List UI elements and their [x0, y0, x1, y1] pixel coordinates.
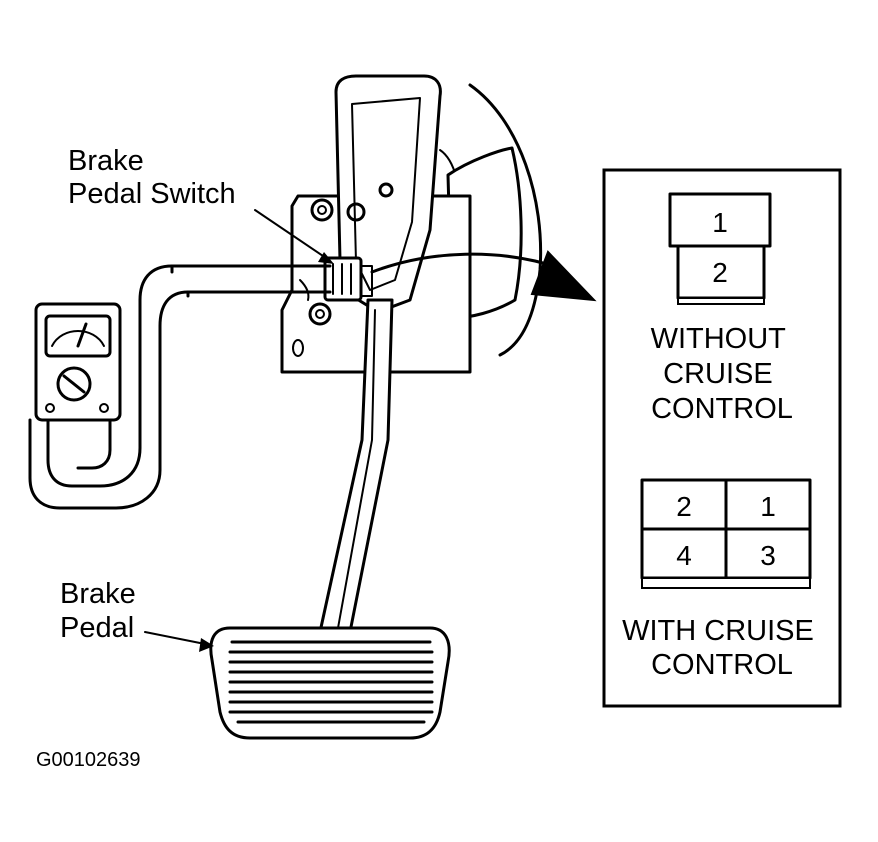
- detail-arrow: [370, 250, 597, 302]
- brake-pedal-switch-body: [323, 256, 373, 302]
- pin-3-cruise: 3: [760, 540, 776, 571]
- pedal-arm-upper: [334, 74, 442, 314]
- pin-1-cruise: 1: [760, 491, 776, 522]
- label-brake-pedal-switch: Brake Pedal Switch: [68, 145, 236, 210]
- figure-id: G00102639: [36, 749, 141, 771]
- label-brake-pedal-line2: Pedal: [60, 612, 134, 644]
- caption-without-cruise: WITHOUT CRUISE CONTROL: [651, 323, 794, 425]
- label-brake-pedal-switch-line1: Brake: [68, 145, 144, 177]
- brake-pedal-pad: [209, 626, 451, 740]
- label-brake-pedal: Brake Pedal: [60, 578, 144, 644]
- ohmmeter: [34, 302, 122, 422]
- pin-2-no-cruise: 2: [712, 257, 728, 288]
- connector-without-cruise: 1 2: [668, 192, 772, 305]
- callout-leaders: [144, 209, 334, 652]
- pedal-pad-ridges: [228, 640, 434, 724]
- caption-without-cruise-line1: WITHOUT: [651, 323, 787, 355]
- label-brake-pedal-line1: Brake: [60, 578, 136, 610]
- caption-with-cruise-line1: WITH CRUISE: [622, 615, 814, 647]
- connector-with-cruise: 2 1 4 3: [640, 478, 812, 589]
- pin-4-cruise: 4: [676, 540, 692, 571]
- label-brake-pedal-switch-line2: Pedal Switch: [68, 178, 236, 210]
- pin-2-cruise: 2: [676, 491, 692, 522]
- caption-without-cruise-line2: CRUISE: [663, 358, 773, 390]
- caption-with-cruise-line2: CONTROL: [651, 649, 793, 681]
- caption-with-cruise: WITH CRUISE CONTROL: [622, 615, 822, 681]
- pin-1-no-cruise: 1: [712, 207, 728, 238]
- test-leads: [28, 264, 332, 510]
- caption-without-cruise-line3: CONTROL: [651, 393, 793, 425]
